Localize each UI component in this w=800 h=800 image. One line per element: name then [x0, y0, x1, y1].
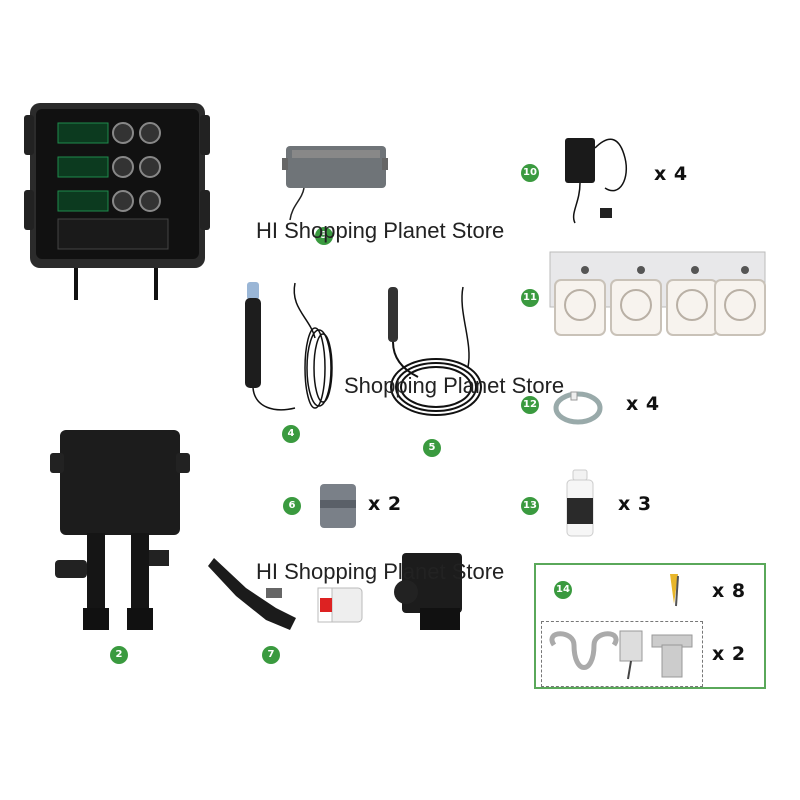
bracket-set-image — [549, 630, 693, 680]
watermark-text: Shopping Planet Store — [344, 373, 565, 398]
filter-valve-pump-image — [208, 553, 462, 630]
watermark-text: HI Shopping Planet Store — [256, 218, 505, 243]
mounting-kit-box — [534, 563, 766, 689]
brackets-sub-box — [541, 621, 703, 687]
item-number-badge: 5 — [423, 439, 441, 457]
item-number-badge: 3 — [315, 227, 333, 245]
pipe-connector-image — [320, 484, 356, 528]
item-number-badge: 12 — [521, 396, 539, 414]
clamp-ring-image — [553, 391, 603, 425]
controller-box-with-valves-image — [50, 430, 190, 630]
quantity-label: x 2 — [712, 643, 746, 665]
watermark-text: HI Shopping Planet Store — [256, 559, 505, 584]
quantity-label: x 4 — [654, 163, 688, 185]
item-number-badge: 7 — [262, 646, 280, 664]
quantity-label: x 3 — [618, 493, 652, 515]
quantity-label: x 4 — [626, 393, 660, 415]
item-number-badge: 4 — [282, 425, 300, 443]
controller-unit-image — [24, 103, 210, 300]
item-number-badge: 2 — [110, 646, 128, 664]
quantity-label: x 8 — [712, 580, 746, 602]
sensor-with-coiled-cable-image — [388, 286, 482, 416]
item-number-badge: 6 — [283, 497, 301, 515]
item-number-badge: 11 — [521, 289, 539, 307]
peristaltic-pump-rack-image — [549, 251, 766, 336]
item-number-badge: 13 — [521, 497, 539, 515]
item-number-badge: 14 — [554, 581, 572, 599]
probe-with-cable-image — [245, 282, 333, 411]
power-adapter-image — [565, 138, 627, 224]
sensor-hub-image — [282, 146, 388, 221]
quantity-label: x 2 — [368, 493, 402, 515]
screw-anchor-icon — [670, 574, 679, 607]
item-number-badge: 10 — [521, 164, 539, 182]
solution-bottle-image — [566, 469, 594, 537]
